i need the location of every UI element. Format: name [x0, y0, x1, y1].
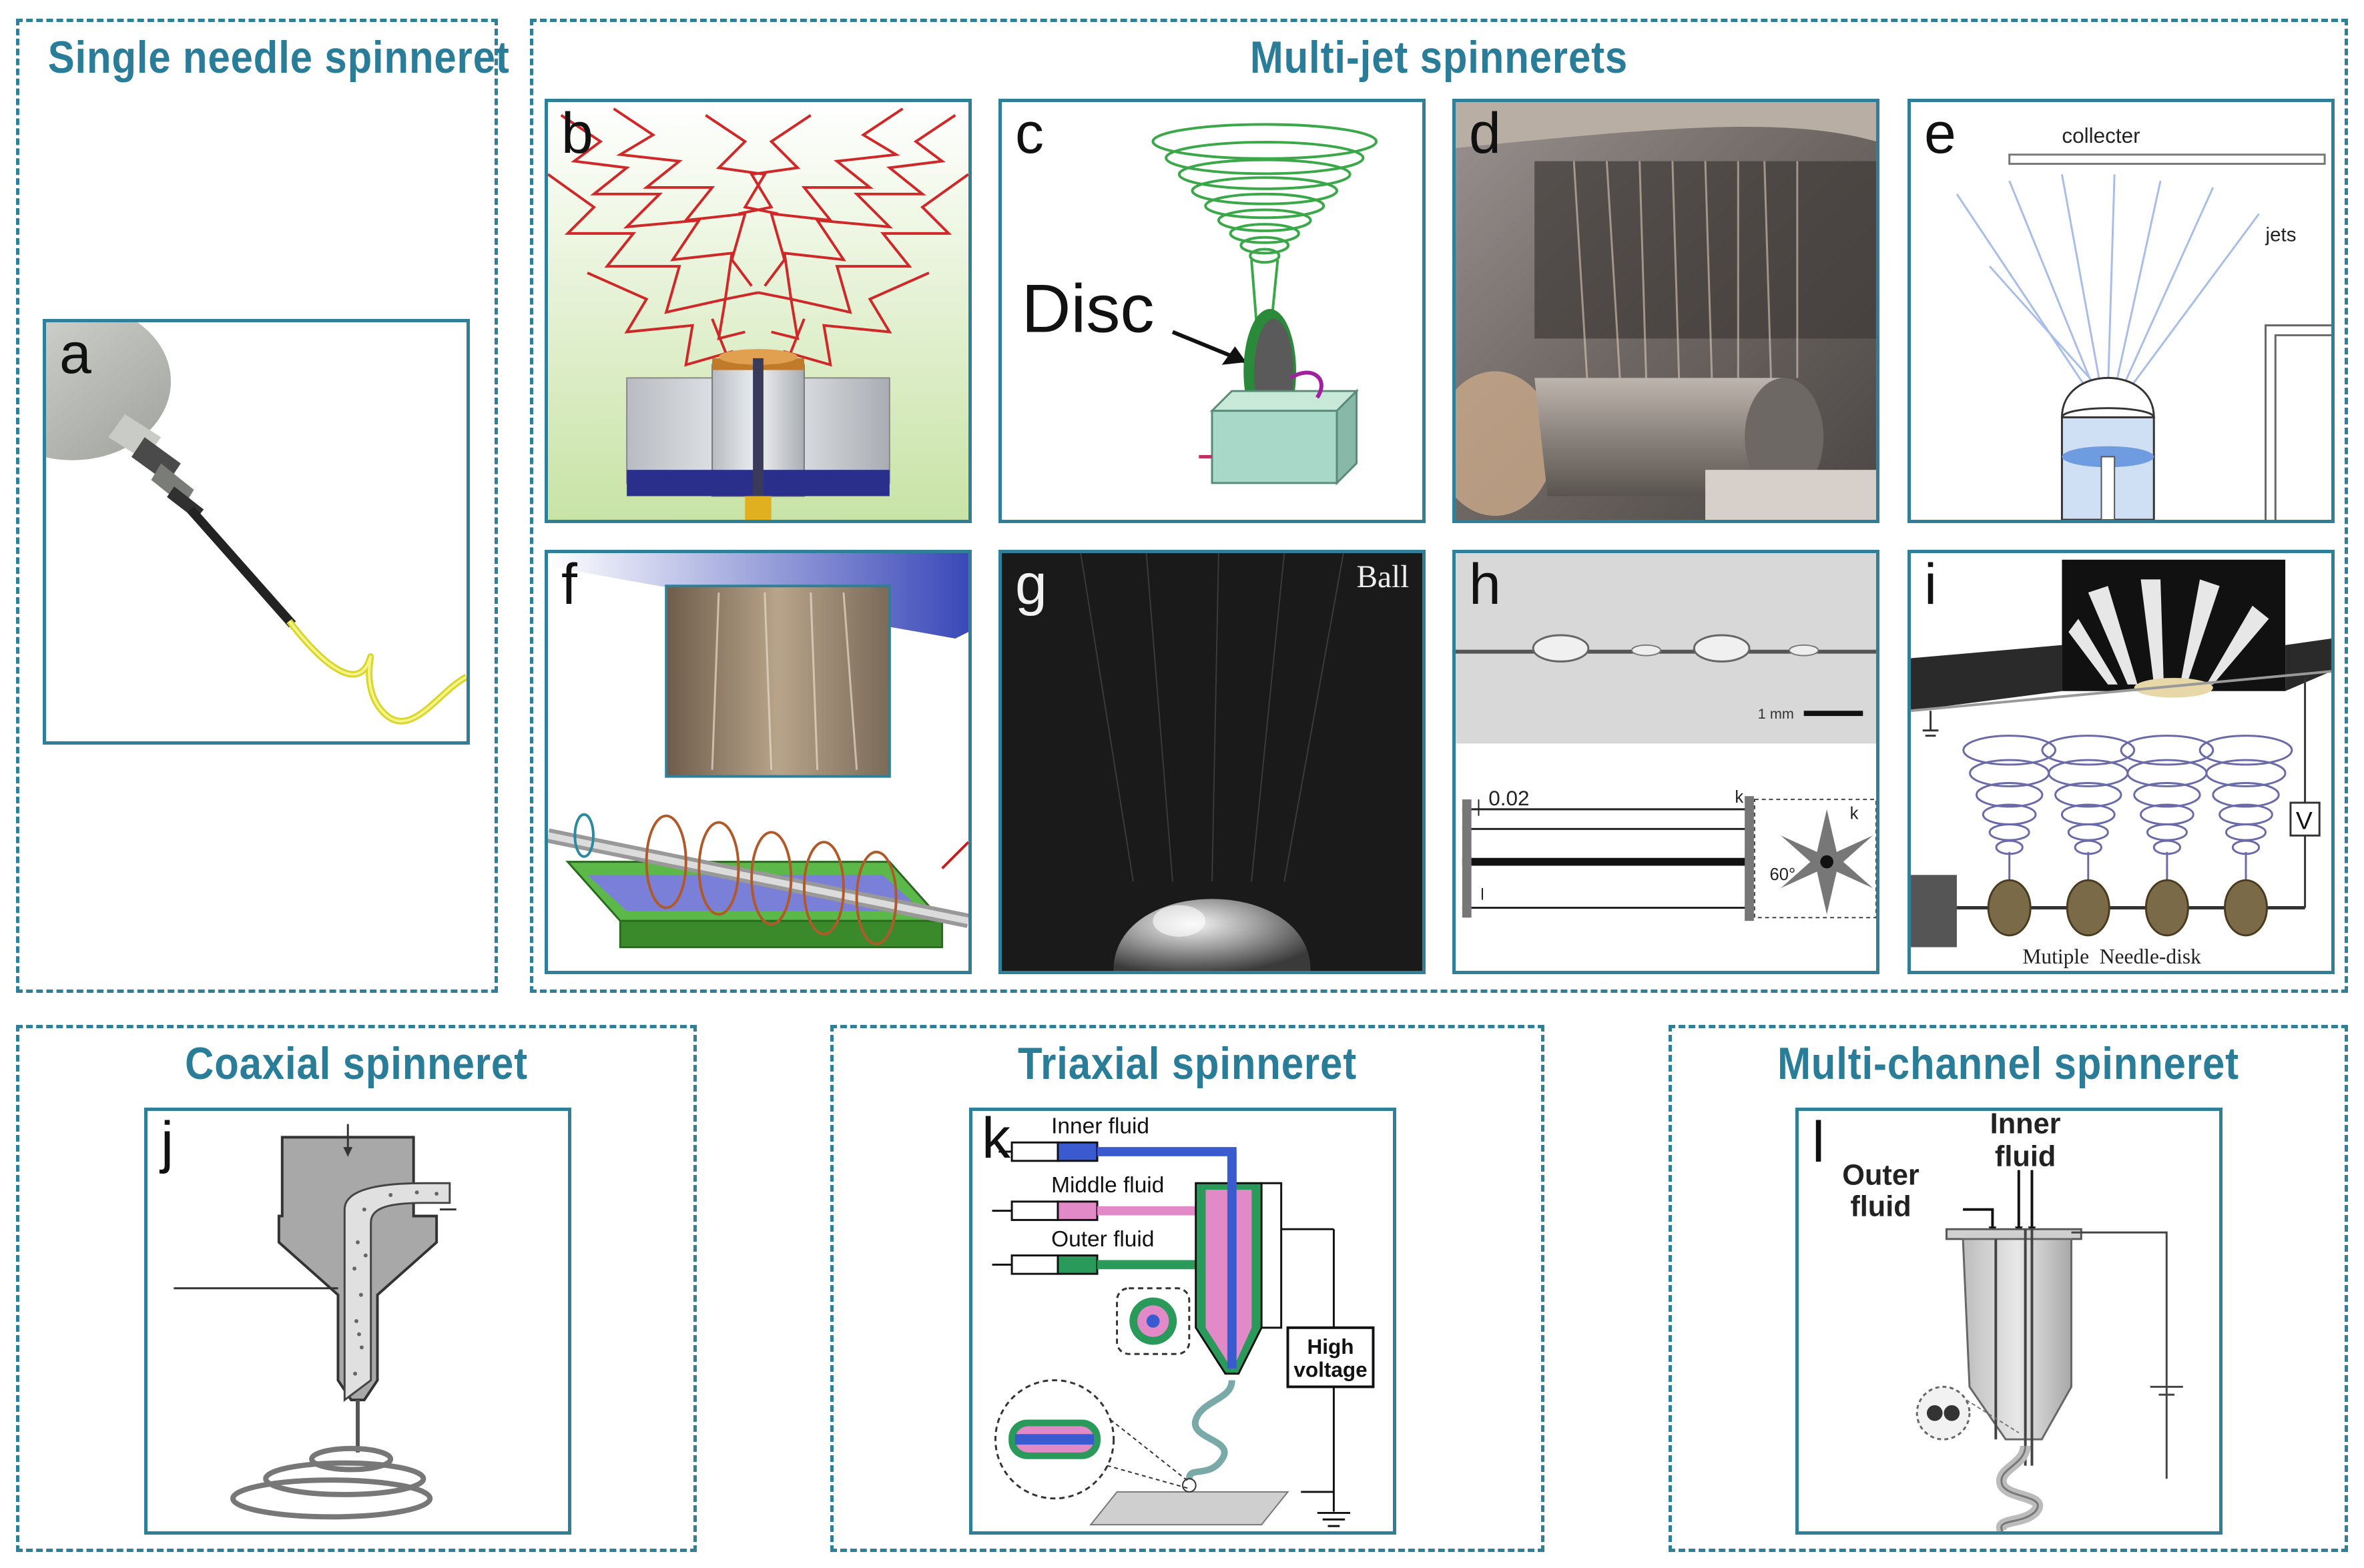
panel-f: f [545, 550, 972, 974]
panel-f-illustration [548, 553, 968, 971]
inner-fluid-k-text: Inner fluid [1051, 1114, 1149, 1138]
panel-b-label: b [561, 101, 593, 165]
volt-v-text: V [2296, 806, 2313, 834]
group-single-needle: Single needle spinneret [16, 19, 510, 993]
group-title-single-needle: Single needle spinneret [47, 32, 510, 83]
dim-k1-text: k [1735, 788, 1743, 807]
outer-fluid-k-text: Outer fluid [1051, 1227, 1154, 1252]
group-triaxial: Triaxial spinneret [830, 1025, 1544, 1552]
panel-j-label: j [161, 1110, 174, 1174]
outer-fluid-l-line2: fluid [1850, 1191, 1911, 1223]
group-title-multi-jet: Multi-jet spinnerets [1249, 32, 1629, 83]
group-title-multi-channel: Multi-channel spinneret [1777, 1038, 2239, 1089]
group-coaxial: Coaxial spinneret [16, 1025, 697, 1552]
panel-d: d [1452, 99, 1879, 523]
panel-d-label: d [1469, 101, 1501, 165]
panel-b-illustration [548, 102, 968, 520]
dim-60-text: 60° [1770, 865, 1796, 884]
panel-g-label: g [1015, 552, 1047, 617]
panel-i: V [1907, 550, 2335, 974]
dim-002-text: 0.02 [1488, 786, 1529, 810]
panel-c-label: c [1015, 101, 1044, 165]
panel-g-photo: Ball [1002, 553, 1422, 971]
panel-g: Ball g [998, 550, 1426, 974]
panel-e-label: e [1924, 101, 1956, 165]
panel-a-illustration [46, 322, 467, 741]
panel-c-illustration: Disc [1002, 102, 1422, 520]
panel-i-label: i [1924, 552, 1938, 617]
panel-e: collecter jets e [1907, 99, 2335, 523]
ball-text: Ball [1357, 560, 1410, 595]
panel-h: 1 mm 0.02 k l k 60° h [1452, 550, 1879, 974]
group-title-triaxial: Triaxial spinneret [1017, 1038, 1358, 1089]
disc-text: Disc [1022, 270, 1155, 346]
group-title-coaxial: Coaxial spinneret [185, 1038, 528, 1089]
panel-l: Outer fluid Inner fluid l [1795, 1108, 2223, 1535]
group-multi-jet: Multi-jet spinnerets [530, 19, 2348, 993]
panel-j: j [144, 1108, 571, 1535]
outer-fluid-l-line1: Outer [1842, 1159, 1919, 1191]
scale-1mm-text: 1 mm [1758, 705, 1794, 722]
dim-l-text: l [1480, 887, 1484, 904]
voltage-text: voltage [1293, 1358, 1367, 1382]
jets-text: jets [2265, 224, 2297, 246]
inner-fluid-l-line1: Inner [1990, 1111, 2061, 1140]
panel-d-photo [1456, 102, 1876, 520]
panel-c: Disc c [998, 99, 1426, 523]
panel-l-illustration: Outer fluid Inner fluid [1799, 1111, 2219, 1531]
collecter-text: collecter [2062, 123, 2140, 147]
group-multi-channel: Multi-channel spinneret [1669, 1025, 2348, 1552]
panel-i-illustration: V [1911, 553, 2331, 971]
middle-fluid-k-text: Middle fluid [1051, 1173, 1164, 1198]
panel-k-label: k [982, 1108, 1010, 1170]
panel-j-illustration [147, 1111, 568, 1531]
panel-h-label: h [1469, 552, 1501, 617]
inner-fluid-l-line2: fluid [1995, 1141, 2056, 1173]
panel-a-label: a [59, 322, 91, 386]
high-text: High [1307, 1334, 1354, 1358]
panel-h-illustration: 1 mm 0.02 k l k 60° [1456, 553, 1876, 971]
panel-b: b [545, 99, 972, 523]
panel-f-label: f [561, 552, 577, 617]
multiple-needle-disk-text: Mutiple Needle-disk [2022, 945, 2201, 968]
panel-a: a [43, 319, 470, 745]
panel-k-illustration: Inner fluid Middle fluid Outer fluid Hig… [972, 1111, 1393, 1531]
panel-e-illustration: collecter jets [1911, 102, 2331, 520]
dim-k2-text: k [1850, 805, 1859, 823]
panel-l-label: l [1812, 1110, 1825, 1174]
panel-k: Inner fluid Middle fluid Outer fluid Hig… [969, 1108, 1396, 1535]
